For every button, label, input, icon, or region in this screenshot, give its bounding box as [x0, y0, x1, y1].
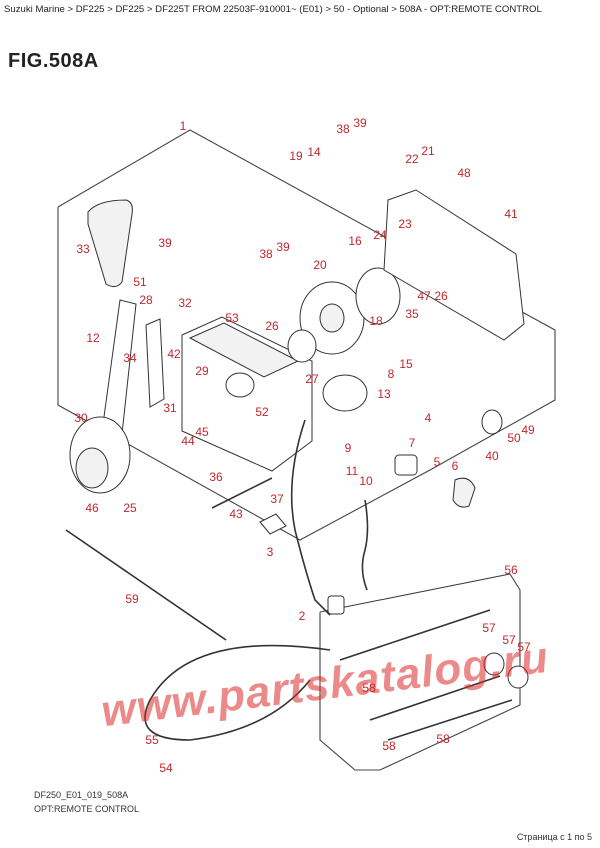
control-cable — [65, 529, 227, 641]
callout-43: 43 — [229, 507, 243, 521]
callout-15: 15 — [399, 357, 413, 371]
callout-19: 19 — [289, 149, 303, 163]
screw-58b — [387, 699, 513, 741]
callout-26a: 26 — [265, 319, 279, 333]
callout-33: 33 — [76, 242, 90, 256]
page-indicator: Страница с 1 по 5 — [516, 832, 592, 842]
callout-10: 10 — [359, 474, 373, 488]
long-bolt — [211, 477, 273, 509]
callout-16: 16 — [348, 234, 362, 248]
spacer-57a — [483, 652, 505, 676]
cable-clip — [259, 513, 287, 535]
callout-7: 7 — [409, 436, 416, 450]
callout-30: 30 — [74, 411, 88, 425]
housing-bore — [225, 372, 255, 398]
callout-28: 28 — [139, 293, 153, 307]
callout-11: 11 — [346, 464, 359, 478]
breadcrumb[interactable]: Suzuki Marine > DF225 > DF225 > DF225T F… — [4, 4, 542, 15]
callout-54: 54 — [159, 761, 173, 775]
callout-53: 53 — [225, 311, 239, 325]
callout-2: 2 — [299, 609, 306, 623]
drawing-code: DF250_E01_019_508A — [34, 790, 129, 800]
callout-26b: 26 — [434, 289, 448, 303]
callout-37: 37 — [270, 492, 284, 506]
figure-caption: OPT:REMOTE CONTROL — [34, 804, 140, 814]
callout-14: 14 — [307, 145, 321, 159]
callout-8: 8 — [388, 367, 395, 381]
callout-58b: 58 — [382, 739, 396, 753]
callout-18: 18 — [369, 314, 383, 328]
extension-harness — [144, 644, 331, 741]
callout-36: 36 — [209, 470, 223, 484]
callout-20: 20 — [313, 258, 327, 272]
callout-58a: 58 — [362, 681, 376, 695]
harness-connector — [327, 595, 345, 615]
callout-38a: 38 — [259, 247, 273, 261]
callout-13: 13 — [377, 387, 391, 401]
callout-6: 6 — [452, 459, 459, 473]
callout-27: 27 — [305, 372, 319, 386]
callout-42: 42 — [167, 347, 181, 361]
callout-55: 55 — [145, 733, 159, 747]
callout-49: 49 — [521, 423, 535, 437]
callout-38b: 38 — [336, 122, 350, 136]
callout-39c: 39 — [353, 116, 367, 130]
callout-44: 44 — [181, 434, 195, 448]
callout-12: 12 — [86, 331, 100, 345]
callout-46: 46 — [85, 501, 99, 515]
callout-59: 59 — [125, 592, 139, 606]
callout-40: 40 — [485, 449, 499, 463]
lanyard-cord — [361, 499, 369, 591]
callout-32: 32 — [178, 296, 192, 310]
spacer-disc — [287, 329, 317, 363]
callout-57c: 57 — [517, 640, 531, 654]
callout-57b: 57 — [502, 633, 516, 647]
callout-1: 1 — [180, 119, 187, 133]
switch-cap — [452, 477, 476, 508]
callout-9: 9 — [345, 441, 352, 455]
callout-57a: 57 — [482, 621, 496, 635]
callout-39a: 39 — [158, 236, 172, 250]
screw-58a — [369, 675, 501, 721]
callout-21: 21 — [421, 144, 435, 158]
callout-56: 56 — [504, 563, 518, 577]
callout-5: 5 — [434, 455, 441, 469]
screw-58c — [339, 609, 491, 661]
callout-48: 48 — [457, 166, 471, 180]
figure-title: FIG.508A — [8, 50, 99, 72]
callout-22: 22 — [405, 152, 419, 166]
callout-41: 41 — [504, 207, 518, 221]
callout-58c: 58 — [436, 732, 450, 746]
callout-45: 45 — [195, 425, 209, 439]
friction-disc-hub — [319, 303, 345, 333]
cam-plate — [355, 267, 401, 325]
lever-hub-cap — [75, 447, 109, 489]
mounting-bracket — [383, 189, 525, 341]
callout-47: 47 — [417, 289, 431, 303]
callout-24: 24 — [373, 228, 387, 242]
callout-52: 52 — [255, 405, 269, 419]
callout-3: 3 — [267, 545, 274, 559]
callout-25: 25 — [123, 501, 137, 515]
warning-buzzer — [322, 374, 368, 412]
callout-4: 4 — [425, 411, 432, 425]
key-switch — [394, 454, 418, 476]
callout-29: 29 — [195, 364, 209, 378]
assembly-frame-56 — [319, 573, 521, 771]
callout-31: 31 — [163, 401, 177, 415]
callout-50: 50 — [507, 431, 521, 445]
knob — [481, 409, 503, 435]
callout-51: 51 — [133, 275, 147, 289]
callout-23: 23 — [398, 217, 412, 231]
wiring-harness — [290, 419, 331, 616]
callout-35: 35 — [405, 307, 419, 321]
spacer-57b — [507, 665, 529, 689]
callout-39b: 39 — [276, 240, 290, 254]
handle-grip — [87, 199, 133, 288]
callout-34: 34 — [123, 351, 137, 365]
neutral-lock-bracket — [145, 318, 165, 408]
